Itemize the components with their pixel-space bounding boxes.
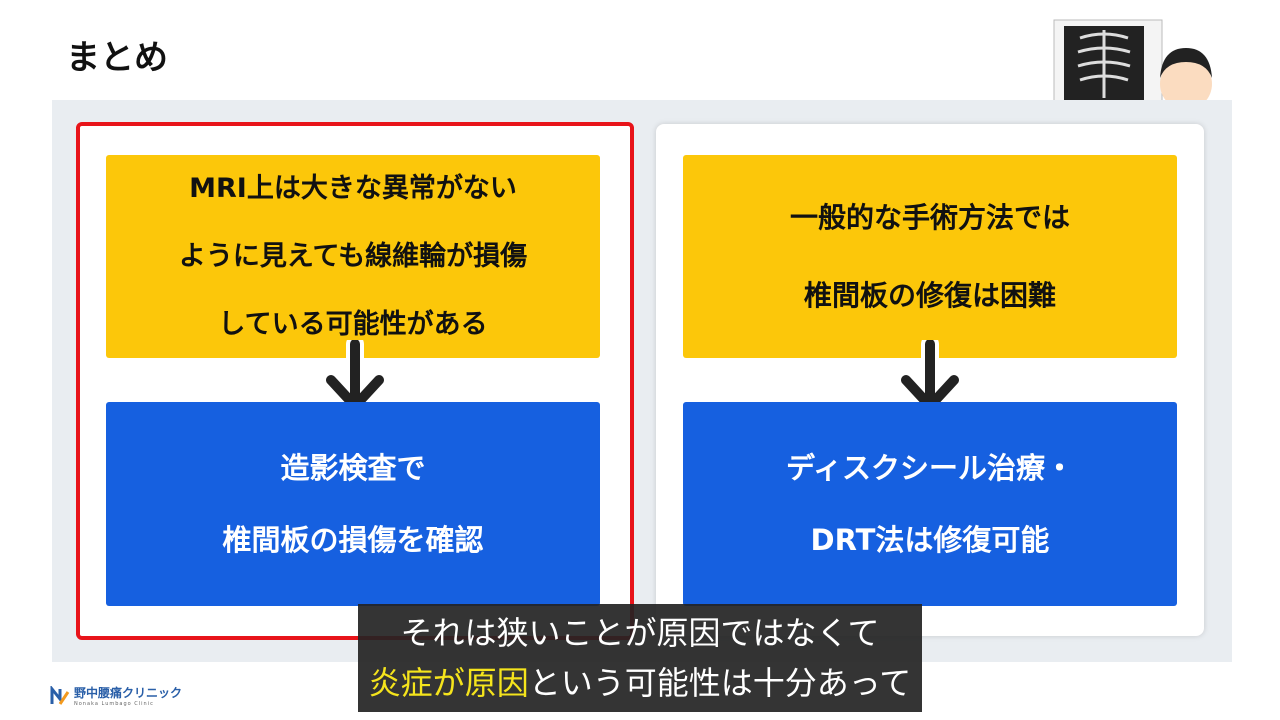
text-line: ディスクシール治療・: [786, 451, 1074, 485]
text-line: している可能性がある: [218, 308, 488, 340]
text-line: MRI上は大きな異常がない: [189, 172, 517, 204]
subtitle-caption: それは狭いことが原因ではなくて 炎症が原因という可能性は十分あって: [358, 604, 922, 712]
subtitle-highlight: 炎症が原因: [368, 664, 529, 702]
text-line: DRT法は修復可能: [810, 523, 1050, 557]
left-problem-box: MRI上は大きな異常がない ように見えても線維輪が損傷 している可能性がある: [106, 155, 600, 358]
right-problem-box: 一般的な手術方法では 椎間板の修復は困難: [683, 155, 1177, 358]
text-line: ように見えても線維輪が損傷: [178, 240, 528, 272]
subtitle-line-1: それは狭いことが原因ではなくて: [400, 614, 880, 652]
logo-mark-icon: [50, 685, 70, 705]
text-line: 一般的な手術方法では: [789, 200, 1070, 234]
logo-english: Nonaka Lumbago Clinic: [74, 701, 154, 707]
subtitle-rest: という可能性は十分あって: [528, 664, 912, 702]
logo-name: 野中腰痛クリニック: [74, 686, 183, 700]
text-line: 椎間板の修復は困難: [803, 278, 1056, 312]
subtitle-line-2: 炎症が原因という可能性は十分あって: [358, 658, 922, 708]
page-title: まとめ: [66, 38, 168, 78]
text-line: 椎間板の損傷を確認: [222, 523, 484, 557]
right-solution-box: ディスクシール治療・ DRT法は修復可能: [683, 402, 1177, 606]
left-solution-box: 造影検査で 椎間板の損傷を確認: [106, 402, 600, 606]
text-line: 造影検査で: [280, 451, 426, 485]
clinic-logo: 野中腰痛クリニック Nonaka Lumbago Clinic: [50, 684, 182, 707]
